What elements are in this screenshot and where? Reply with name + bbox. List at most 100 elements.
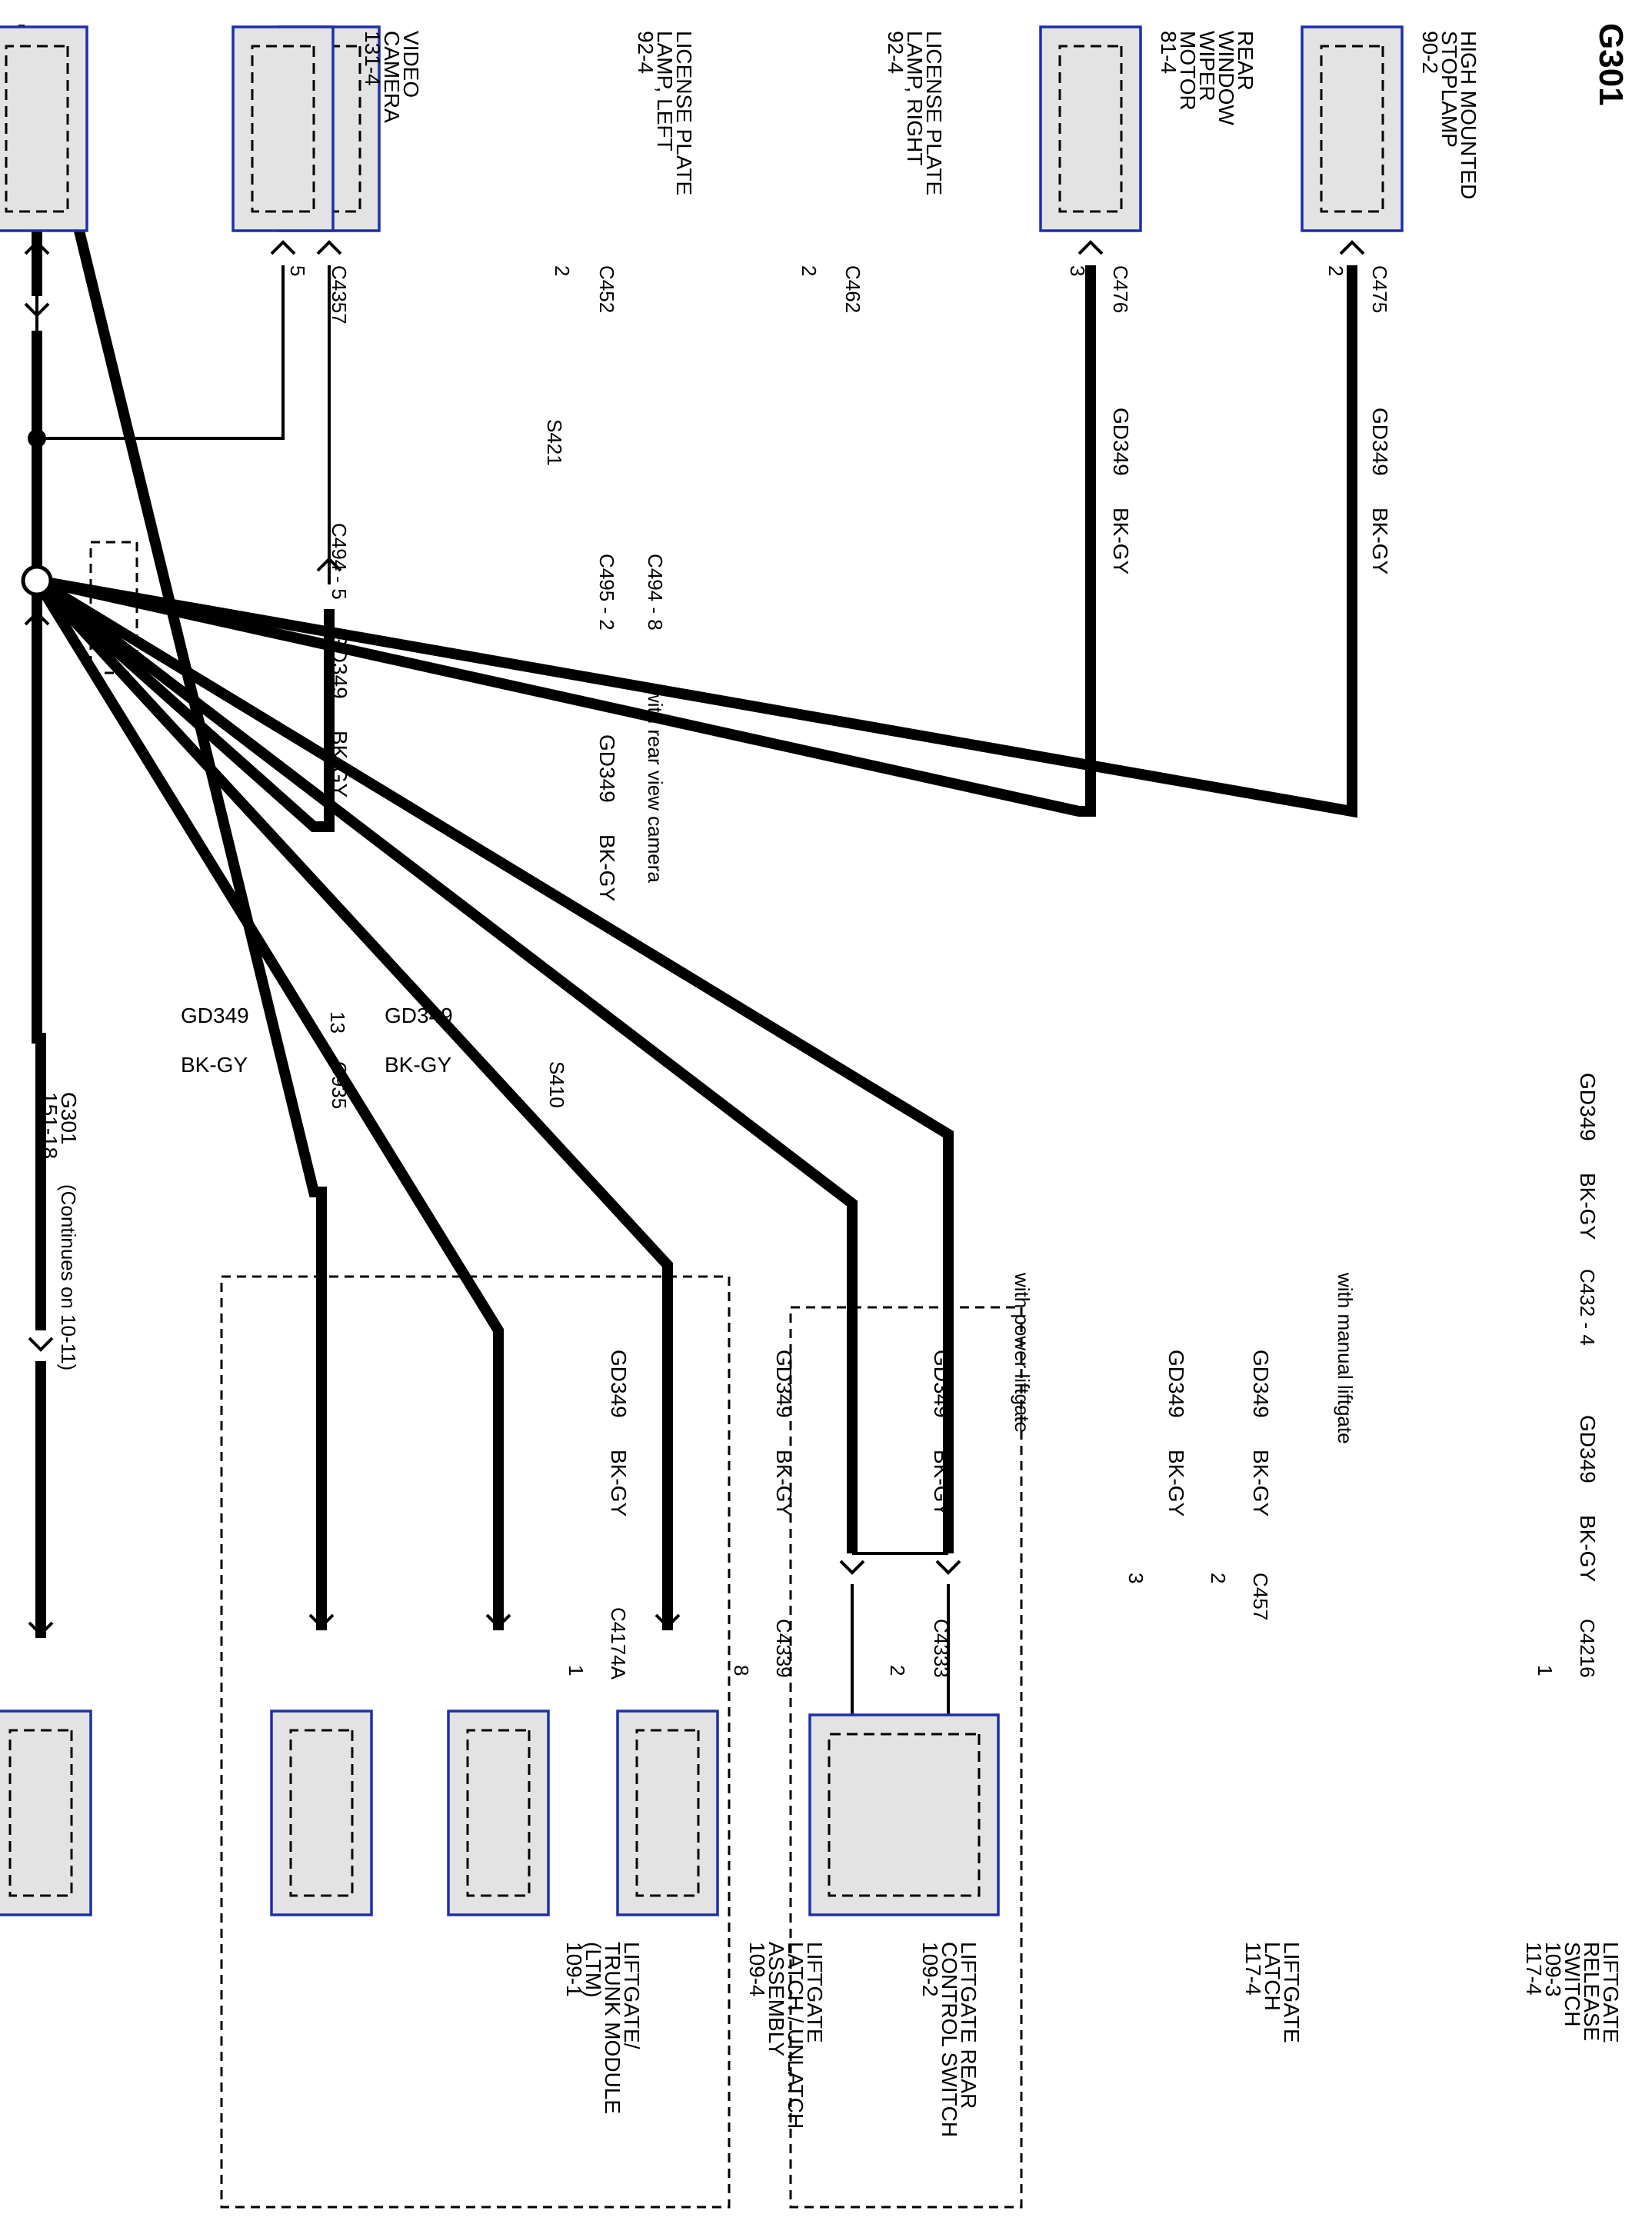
wire-code-s410: GD349	[385, 1004, 453, 1027]
svg-text:109-2: 109-2	[918, 1942, 942, 1997]
page-title: G301	[1592, 23, 1630, 106]
svg-text:STOPLAMP: STOPLAMP	[1437, 31, 1461, 148]
svg-text:LAMP, LEFT: LAMP, LEFT	[653, 31, 677, 151]
pin-c452: 2	[551, 265, 574, 276]
component-boxes	[0, 25, 1404, 1916]
wire-color-latch-3: BK-GY	[1164, 1450, 1188, 1517]
continues-note: (Continues on 10-11)	[57, 1184, 80, 1370]
latch-assembly-label: LIFTGATE LATCH / UNLATCH ASSEMBLY 109-4	[745, 1942, 827, 2129]
wire-color-release-2: BK-GY	[1576, 1515, 1600, 1582]
connector-marks	[24, 240, 1365, 1636]
wire-ground-to-ltm	[32, 56, 327, 1630]
svg-text:SWITCH: SWITCH	[1560, 1942, 1584, 2026]
liftgate-latch-label: LIFTGATE LATCH 117-4	[1241, 1942, 1304, 2043]
rear-control-label: LIFTGATE REAR CONTROL SWITCH 109-2	[918, 1942, 981, 2137]
svg-text:92-4: 92-4	[634, 31, 658, 74]
svg-text:WIPER: WIPER	[1195, 31, 1219, 102]
rear-control-box	[616, 1710, 719, 1916]
svg-text:LIFTGATE/: LIFTGATE/	[620, 1942, 644, 2049]
splice-s410	[21, 564, 53, 597]
wire-s410-to-c457-pin2	[34, 576, 954, 1553]
pin-c475: 2	[1324, 265, 1347, 276]
c935-mark	[24, 302, 50, 318]
wire-code-latch-2: GD349	[1249, 1350, 1273, 1418]
conn-c935: C935	[328, 1061, 351, 1109]
wire-color-rear-control: BK-GY	[930, 1450, 954, 1517]
trunk-module-label: LIFTGATE/ TRUNK MODULE (LTM) 109-1	[562, 1942, 644, 2114]
wire-color-release: BK-GY	[1576, 1173, 1600, 1240]
pin-c462: 2	[798, 265, 821, 276]
wire-color-wiper: BK-GY	[1109, 508, 1133, 574]
c457-mark-2	[935, 1560, 961, 1575]
splice-s421-label: S421	[543, 419, 566, 466]
svg-text:109-3: 109-3	[1541, 1942, 1565, 1997]
wire-code-wiper: GD349	[1109, 408, 1133, 476]
pin-c4357: 5	[286, 265, 309, 276]
svg-text:HIGH MOUNTED: HIGH MOUNTED	[1457, 31, 1480, 199]
wires	[32, 56, 1357, 1638]
note-rear-camera: with rear view camera	[644, 688, 667, 883]
svg-text:LICENSE PLATE: LICENSE PLATE	[672, 31, 696, 195]
license-right-box	[231, 25, 335, 232]
conn-c494-5: C494 - 5	[328, 523, 351, 600]
svg-text:CAMERA: CAMERA	[380, 31, 404, 123]
conn-c4339: C4339	[772, 1619, 795, 1678]
svg-text:117-4: 117-4	[1522, 1942, 1546, 1996]
labels: G301 VIDEO CAMERA 131-4 LICENSE PLATE LA…	[38, 23, 1630, 2137]
c476-mark	[1077, 240, 1104, 255]
conn-c495-2: C495 - 2	[595, 554, 618, 631]
c462-mark	[270, 240, 296, 255]
svg-text:109-4: 109-4	[745, 1942, 769, 1997]
wire-code-stoplamp: GD349	[1368, 408, 1392, 476]
license-left-box	[0, 25, 88, 232]
wire-color-latch-2: BK-GY	[1249, 1450, 1273, 1517]
conn-c4216: C4216	[1576, 1619, 1599, 1678]
stoplamp-label: HIGH MOUNTED STOPLAMP 90-2	[1418, 31, 1480, 199]
svg-text:92-4: 92-4	[884, 31, 908, 74]
wire-code-ground: GD349	[181, 1004, 249, 1027]
splice-s410-label: S410	[545, 1061, 568, 1108]
note-manual-liftgate: with manual liftgate	[1334, 1272, 1357, 1444]
svg-text:ASSEMBLY: ASSEMBLY	[764, 1942, 788, 2056]
conn-c476: C476	[1109, 265, 1132, 313]
c432-mark	[28, 1337, 54, 1352]
pin-c4216: 1	[1534, 1665, 1557, 1676]
conn-c4357: C4357	[328, 265, 351, 325]
c4333-mark	[654, 1613, 681, 1629]
c4174a-mark	[308, 1613, 335, 1629]
video-camera-label: VIDEO CAMERA 131-4	[361, 31, 423, 123]
stoplamp-box	[1301, 25, 1404, 232]
c475-mark	[1339, 240, 1365, 255]
wiper-motor-label: REAR WINDOW WIPER MOTOR 81-4	[1157, 31, 1257, 125]
wire-s410-to-stoplamp	[35, 265, 1357, 818]
svg-text:131-4: 131-4	[361, 31, 385, 86]
c457-mark-3	[839, 1560, 865, 1575]
manual-liftgate-box	[789, 1306, 1023, 2209]
rear-camera-option-box	[89, 541, 138, 674]
pin-c4333: 2	[886, 1665, 909, 1676]
svg-text:(LTM): (LTM)	[581, 1942, 605, 1998]
svg-text:90-2: 90-2	[1418, 31, 1442, 74]
license-right-label: LICENSE PLATE LAMP, RIGHT 92-4	[884, 31, 946, 195]
svg-text:MOTOR: MOTOR	[1176, 31, 1200, 111]
license-left-label: LICENSE PLATE LAMP, LEFT 92-4	[634, 31, 696, 195]
svg-text:LIFTGATE REAR: LIFTGATE REAR	[957, 1942, 981, 2109]
wire-code-ltm: GD349	[607, 1350, 631, 1418]
wire-code-video: GD349	[328, 631, 351, 699]
pin-c476: 3	[1066, 265, 1089, 276]
latch-assembly-box	[447, 1710, 550, 1916]
note-power-liftgate: with power liftgate	[1011, 1272, 1034, 1433]
pin-c457-2: 2	[1207, 1573, 1230, 1583]
conn-c4333: C4333	[930, 1619, 953, 1678]
wire-s410-to-c457-pin3	[33, 576, 858, 1553]
wire-code-lamp: GD349	[595, 734, 619, 803]
svg-text:LIFTGATE: LIFTGATE	[803, 1942, 827, 2043]
pin-c4174a: 1	[565, 1665, 588, 1676]
liftgate-latch-box	[808, 1713, 1000, 1916]
wire-color-ltm: BK-GY	[607, 1450, 631, 1517]
wire-s410-to-latch-assembly	[32, 578, 504, 1630]
conn-c452: C452	[595, 265, 618, 313]
conn-c457: C457	[1249, 1573, 1272, 1620]
wire-s421-to-c462	[37, 265, 285, 440]
